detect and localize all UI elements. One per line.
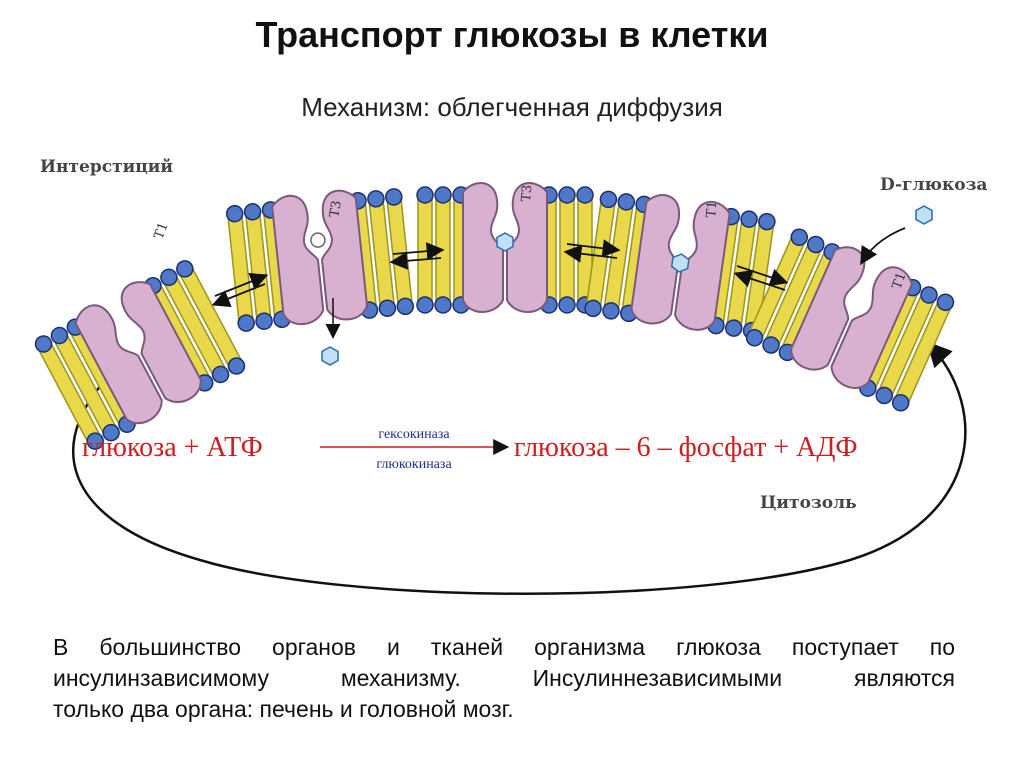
transporter-label-2: T3 bbox=[327, 199, 345, 218]
body-line-1: В большинство органов и тканей организма… bbox=[53, 634, 955, 660]
membrane-segment-1 bbox=[31, 255, 247, 452]
enzyme-top: гексокиназа bbox=[378, 427, 450, 442]
equilibrium-arrow-4 bbox=[733, 265, 789, 291]
membrane-segment-2 bbox=[225, 187, 414, 332]
equilibrium-arrow-1 bbox=[211, 272, 269, 308]
uptake-arrow bbox=[860, 227, 906, 266]
transporter-label-5: T1 bbox=[890, 270, 910, 291]
glucose-molecule-incoming bbox=[915, 205, 933, 225]
enzyme-bottom: глюкокиназа bbox=[376, 457, 452, 472]
body-line-2: инсулинзависимому механизму. Инсулиннеза… bbox=[53, 665, 955, 691]
reaction-left: глюкоза + АТФ bbox=[82, 432, 263, 463]
transporter-label-3: T3 bbox=[519, 184, 535, 202]
glucose-molecule-cytosol bbox=[321, 346, 339, 366]
label-interstitium: Интерстиций bbox=[40, 157, 173, 177]
body-line-3: только два органа: печень и головной моз… bbox=[53, 696, 514, 722]
glucose-transport-diagram: T1 T3 T3 T1 T1 Интерстиций D-глюкоза Цит… bbox=[0, 157, 987, 595]
transporter-label-1: T1 bbox=[152, 220, 172, 241]
label-d-glucose: D-глюкоза bbox=[880, 175, 987, 195]
body-paragraph: В большинство органов и тканей организма… bbox=[53, 632, 955, 725]
cell-outline bbox=[72, 341, 967, 595]
label-cytosol: Цитозоль bbox=[760, 493, 857, 513]
membrane-segment-4 bbox=[584, 186, 776, 339]
transporter-label-4: T1 bbox=[704, 200, 720, 218]
membrane-segment-5 bbox=[744, 223, 958, 413]
equilibrium-arrow-3 bbox=[563, 239, 621, 263]
reaction-right: глюкоза – 6 – фосфат + АДФ bbox=[514, 432, 858, 463]
slide-subtitle: Механизм: облегченная диффузия bbox=[301, 92, 723, 122]
equilibrium-arrow-2 bbox=[389, 242, 445, 270]
slide-title: Транспорт глюкозы в клетки bbox=[255, 14, 769, 55]
membrane-segment-3 bbox=[417, 181, 593, 313]
